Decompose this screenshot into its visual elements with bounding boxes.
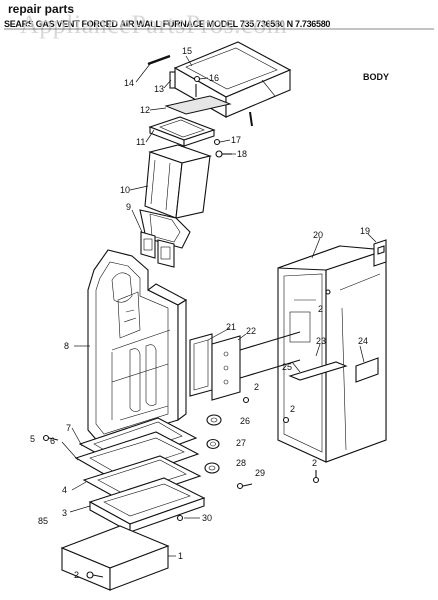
label-16: 16 [209,73,219,83]
part-24-bracket [355,357,379,383]
label-21: 21 [226,322,236,332]
part-10-flue-duct [139,144,212,249]
label-2-right: 2 [290,404,295,414]
part-26-knob [206,414,222,426]
part-28-knob [204,462,220,474]
part-1-bottom-pan [60,525,170,591]
part-20-cabinet [277,245,387,463]
label-9: 9 [126,202,131,212]
model-line: SEARS GAS VENT FORCED AIR WALL FURNACE M… [4,19,331,29]
section-label: BODY [363,72,390,82]
label-18: 18 [237,149,247,159]
label-5: 5 [30,434,35,444]
part-19-bracket [373,239,387,267]
part-2-screw-cabinet [242,289,331,484]
part-9-gaskets [140,231,175,268]
label-11: 11 [136,137,145,147]
part-11-collar [148,116,216,147]
part-29-screw [236,482,253,490]
label-28: 28 [236,458,246,468]
part-5-screw [42,434,59,442]
part-18-screw [215,150,232,158]
label-23: 23 [316,336,326,346]
label-10: 10 [120,185,130,195]
label-2-lower: 2 [312,458,317,468]
label-2-bottom: 2 [74,570,79,580]
part-labels: 14 13 15 16 12 11 17 18 10 9 8 7 6 5 4 3… [30,46,370,580]
label-14: 14 [124,78,134,88]
part-27-knob [206,438,220,450]
label-30: 30 [202,513,212,523]
label-22: 22 [246,326,256,336]
part-3-base [88,477,206,533]
label-8: 8 [64,341,69,351]
label-12: 12 [140,105,150,115]
label-15: 15 [182,46,192,56]
label-17: 17 [231,135,241,145]
label-25: 25 [282,362,292,372]
label-26: 26 [240,416,250,426]
part-8-heat-exchanger [87,249,188,445]
label-2-left: 2 [254,382,259,392]
part-12-gasket [164,95,232,115]
part-22-panel [211,331,301,401]
label-19: 19 [360,226,370,236]
part-25-rail [288,361,348,381]
part-21-panel [189,333,213,397]
label-6: 6 [50,436,55,446]
label-27: 27 [236,438,246,448]
label-4: 4 [62,485,67,495]
label-3: 3 [62,508,67,518]
page-title: repair parts [8,2,75,16]
label-7: 7 [66,423,71,433]
label-1: 1 [178,551,183,561]
label-24: 24 [358,336,368,346]
label-20: 20 [313,230,323,240]
leader-lines [61,55,377,557]
label-2-cabinet: 2 [318,304,323,314]
label-29: 29 [255,468,265,478]
part-30-screw [176,514,184,522]
part-17-screw [213,138,221,146]
label-13: 13 [154,84,164,94]
part-14-rod [147,54,171,66]
part-13-pin [169,71,176,89]
part-2-screw-bottom [86,571,104,579]
label-85: 85 [38,516,48,526]
part-4-frame [82,455,202,503]
